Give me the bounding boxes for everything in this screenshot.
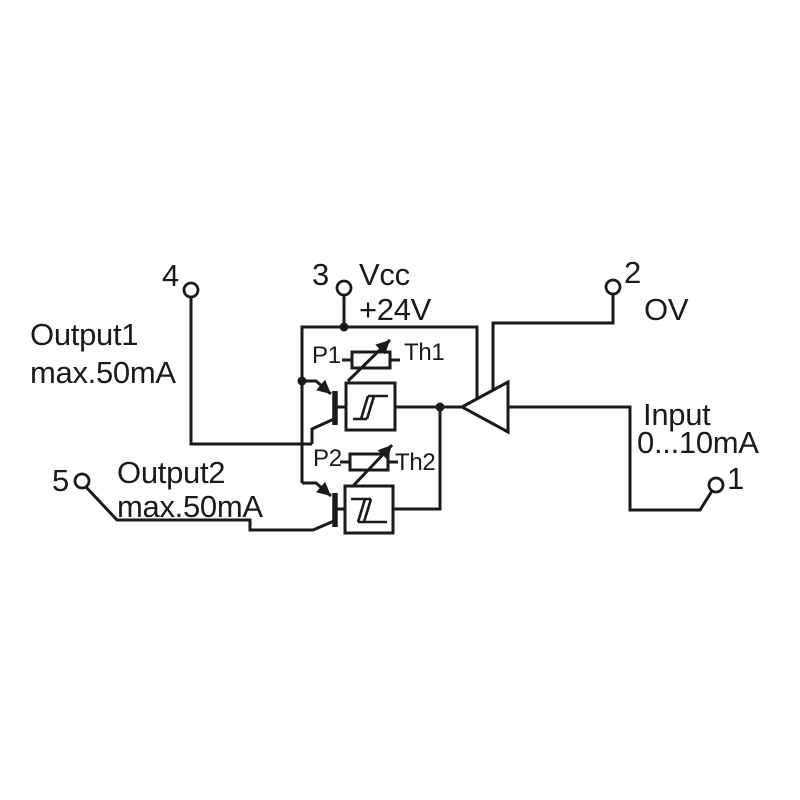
- transistor-1-emitter-wire: [302, 379, 332, 396]
- th2-label: Th2: [395, 449, 435, 476]
- terminal-1-number: 1: [727, 461, 744, 496]
- hysteresis-rising-icon: [353, 394, 388, 421]
- terminal-3-number: 3: [312, 257, 329, 292]
- terminal-4-circle: [182, 281, 200, 299]
- output2-label: Output2: [117, 455, 225, 490]
- terminal-3-circle: [335, 279, 353, 297]
- ov-wire: [491, 294, 615, 391]
- input-label: Input: [643, 397, 711, 432]
- terminal-2: 2: [604, 255, 641, 296]
- terminal-4-number: 4: [162, 258, 179, 293]
- output1-label: Output1: [30, 317, 138, 352]
- hysteresis-falling-icon: [351, 497, 387, 524]
- output1-wire: [189, 297, 312, 446]
- terminal-4: 4: [162, 258, 200, 299]
- vcc-value-label: +24V: [359, 292, 432, 327]
- input-range-label: 0...10mA: [637, 425, 759, 460]
- output1-max-label: max.50mA: [30, 355, 176, 390]
- zero-volt-label: OV: [644, 292, 689, 327]
- terminal-3: 3: [312, 257, 353, 297]
- terminal-5: 5: [52, 463, 91, 498]
- junction-dot-vcc: [339, 322, 349, 332]
- terminal-1: 1: [707, 461, 744, 496]
- terminal-2-number: 2: [624, 255, 641, 290]
- terminal-5-number: 5: [52, 463, 69, 498]
- junction-dot-emitter1: [297, 376, 307, 386]
- terminal-2-circle: [604, 278, 622, 296]
- terminal-1-circle: [707, 476, 725, 494]
- vcc-rail-wire: [300, 325, 479, 483]
- transistor-2-emitter-wire: [302, 481, 332, 498]
- schmitt-2-output-wire: [393, 407, 442, 511]
- p1-pot-arrow: [346, 338, 392, 383]
- p2-pot-arrow: [350, 443, 394, 489]
- th1-label: Th1: [404, 339, 444, 366]
- p1-label: P1: [312, 342, 341, 369]
- output2-max-label: max.50mA: [117, 489, 263, 524]
- transistor-1-collector-wire: [310, 417, 335, 444]
- vcc-label: Vcc: [359, 257, 410, 292]
- output2-wire: [84, 485, 335, 532]
- junction-dot-schmitt-out: [435, 402, 445, 412]
- input-wire: [508, 405, 714, 512]
- p2-label: P2: [313, 445, 342, 472]
- comparator-triangle: [458, 379, 510, 435]
- terminal-5-circle: [73, 472, 91, 490]
